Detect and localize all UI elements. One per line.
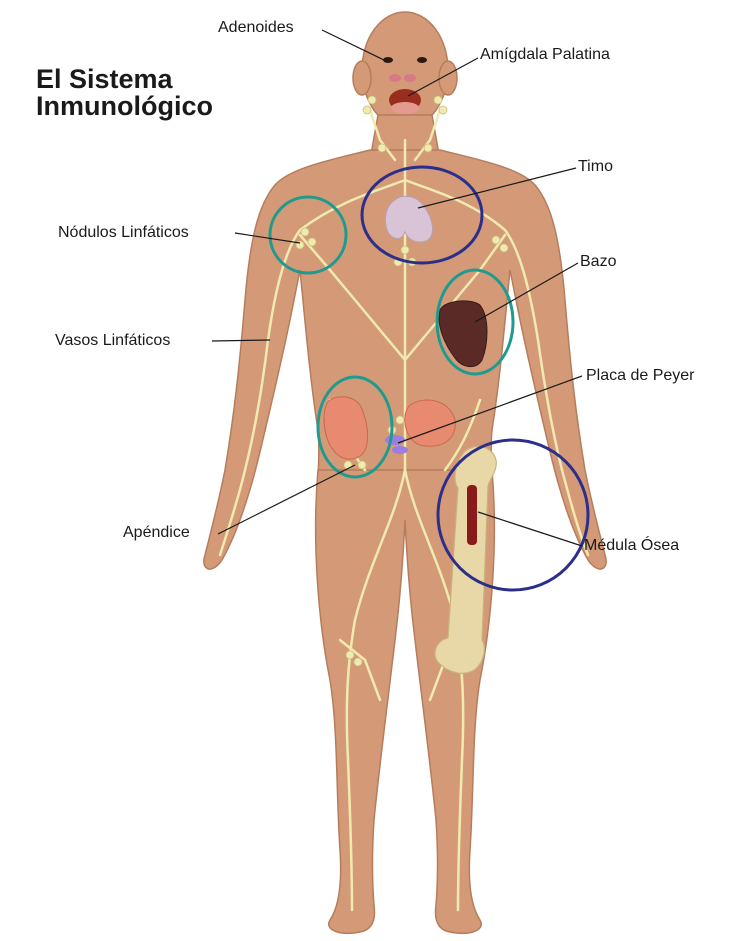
left-ear [353,61,371,95]
tongue [391,102,419,114]
bone-marrow [467,485,477,545]
label-adenoides: Adenoides [218,19,294,37]
label-medula-osea: Médula Ósea [584,537,679,555]
label-bazo: Bazo [580,253,616,271]
label-apendice: Apéndice [123,524,190,542]
title-line-1: El Sistema [36,64,173,94]
title-line-2: Inmunológico [36,91,213,121]
right-eye [417,57,427,63]
label-timo: Timo [578,158,613,176]
label-vasos-linfaticos: Vasos Linfáticos [55,332,170,350]
adenoid-left [389,74,401,82]
label-amigdala-palatina: Amígdala Palatina [480,46,610,64]
adenoid-right [404,74,416,82]
diagram-title: El Sistema Inmunológico [36,66,213,120]
label-nodulos-linfaticos: Nódulos Linfáticos [58,224,189,242]
label-placa-de-peyer: Placa de Peyer [586,367,695,385]
